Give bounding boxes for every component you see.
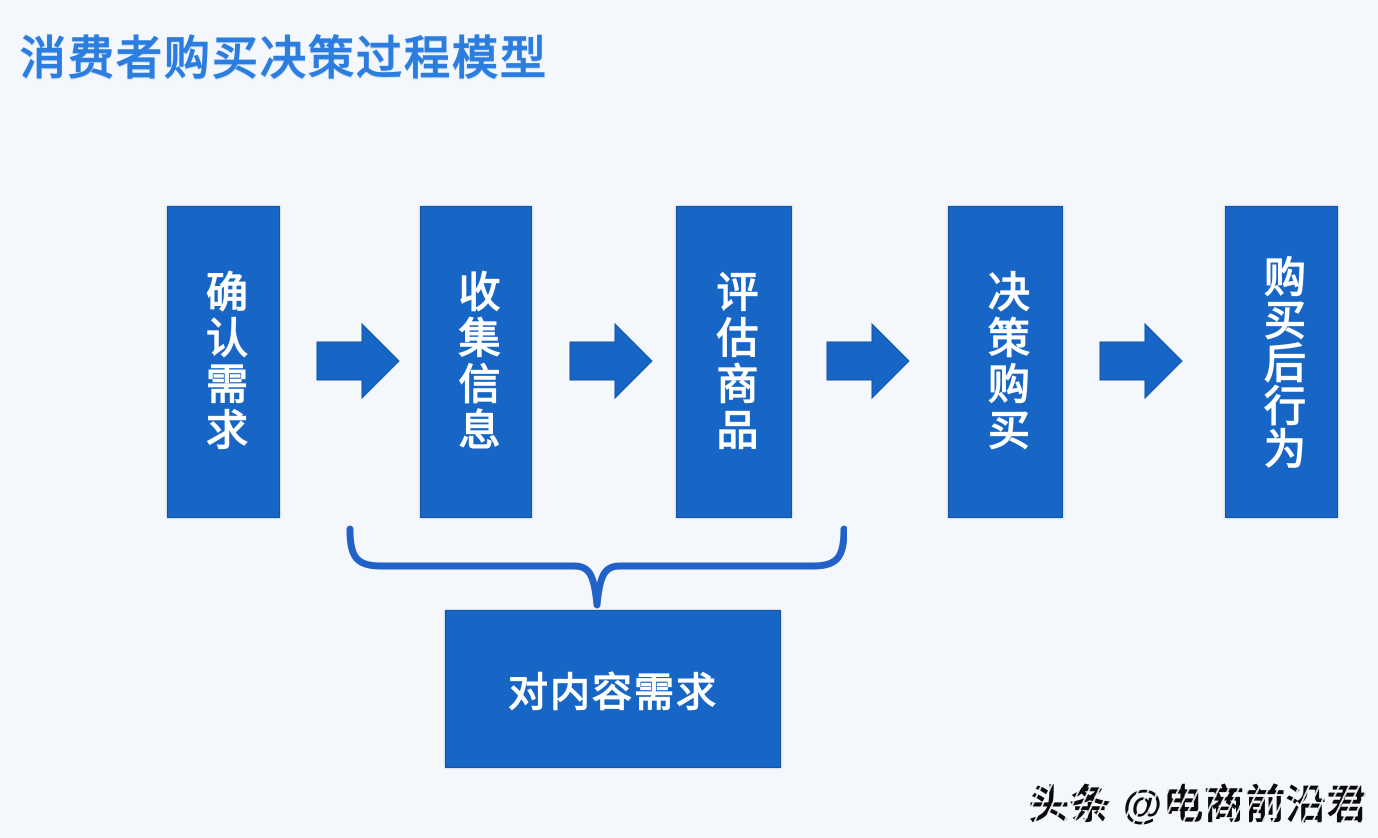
curly-brace-down-icon (346, 525, 847, 609)
arrow-right-icon (316, 322, 400, 400)
step-box-post-purchase-behavior: 购买后行为 (1225, 206, 1338, 518)
step-box-decide-purchase: 决策购买 (948, 206, 1063, 518)
arrow-right-icon (569, 322, 653, 400)
arrow-right-icon (1099, 322, 1183, 400)
step-label: 评估商品 (711, 270, 758, 454)
arrow-right-icon (826, 322, 910, 400)
step-box-evaluate-goods: 评估商品 (676, 206, 792, 518)
step-box-confirm-needs: 确认需求 (167, 206, 280, 518)
content-demand-label: 对内容需求 (508, 671, 718, 715)
step-label: 购买后行为 (1258, 254, 1306, 470)
watermark: 头条 @电商前沿君 (1029, 772, 1368, 830)
step-label: 收集信息 (453, 270, 500, 454)
page-title: 消费者购买决策过程模型 (20, 32, 548, 84)
step-box-collect-info: 收集信息 (420, 206, 532, 518)
content-demand-box: 对内容需求 (445, 610, 781, 768)
step-label: 确认需求 (200, 270, 248, 454)
step-label: 决策购买 (982, 270, 1030, 454)
